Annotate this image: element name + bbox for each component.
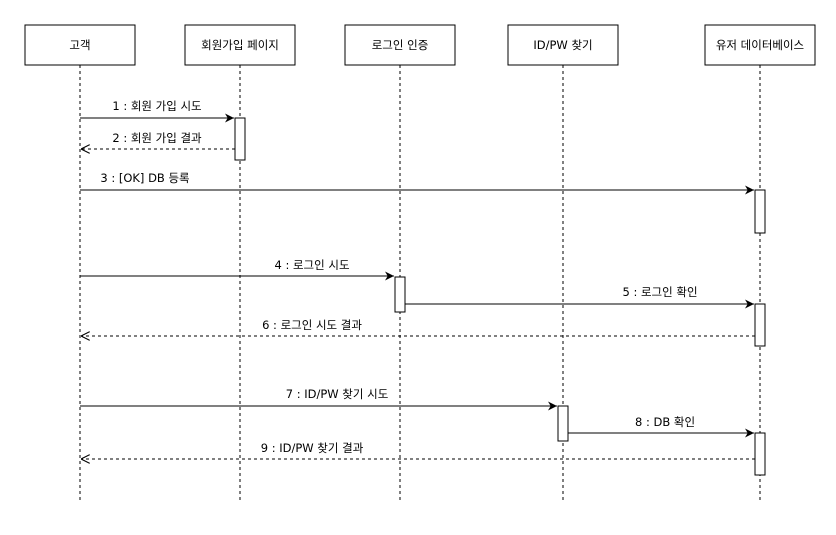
activation-userdb-1 <box>754 189 766 234</box>
message-8-label: 8 : DB 확인 <box>635 415 695 429</box>
activation-signup-1 <box>234 117 246 161</box>
participant-signup-label: 회원가입 페이지 <box>201 38 279 52</box>
activation-findidpw-1 <box>557 405 569 442</box>
message-4: 4 : 로그인 시도 <box>80 258 394 281</box>
message-2: 2 : 회원 가입 결과 <box>81 131 235 149</box>
message-7-label: 7 : ID/PW 찾기 시도 <box>286 387 389 401</box>
message-9-label: 9 : ID/PW 찾기 결과 <box>261 441 364 455</box>
participant-customer-label: 고객 <box>69 38 90 52</box>
participant-userdb[interactable]: 유저 데이터베이스 <box>704 24 816 66</box>
message-9: 9 : ID/PW 찾기 결과 <box>81 441 755 459</box>
participant-login-label: 로그인 인증 <box>372 38 429 52</box>
participant-login[interactable]: 로그인 인증 <box>344 24 456 66</box>
message-3: 3 : [OK] DB 등록 <box>80 171 754 195</box>
message-5-label: 5 : 로그인 확인 <box>622 285 697 299</box>
message-5: 5 : 로그인 확인 <box>405 285 754 309</box>
activation-login-1 <box>394 276 406 313</box>
activation-userdb-2 <box>754 303 766 347</box>
message-1: 1 : 회원 가입 시도 <box>80 99 234 123</box>
activation-userdb-3 <box>754 432 766 476</box>
message-7: 7 : ID/PW 찾기 시도 <box>80 387 557 411</box>
message-2-label: 2 : 회원 가입 결과 <box>112 131 202 145</box>
participant-findidpw[interactable]: ID/PW 찾기 <box>507 24 619 66</box>
message-6: 6 : 로그인 시도 결과 <box>81 318 755 336</box>
participant-findidpw-label: ID/PW 찾기 <box>533 38 592 52</box>
participant-signup[interactable]: 회원가입 페이지 <box>184 24 296 66</box>
message-3-label: 3 : [OK] DB 등록 <box>100 171 189 185</box>
participant-userdb-label: 유저 데이터베이스 <box>716 38 804 52</box>
message-8: 8 : DB 확인 <box>568 415 754 438</box>
message-1-label: 1 : 회원 가입 시도 <box>112 99 201 113</box>
message-6-label: 6 : 로그인 시도 결과 <box>262 318 362 332</box>
message-4-label: 4 : 로그인 시도 <box>274 258 349 272</box>
participant-customer[interactable]: 고객 <box>24 24 136 66</box>
